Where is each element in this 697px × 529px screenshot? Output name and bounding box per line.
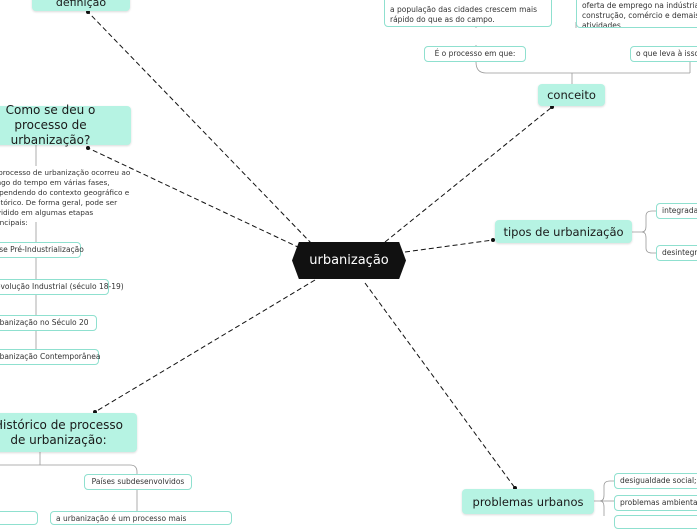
como-item-3[interactable]: Urbanização no Século 20 xyxy=(0,315,97,331)
problemas-item-2[interactable]: problemas ambientais xyxy=(614,495,697,511)
historico-item[interactable]: Países subdesenvolvidos xyxy=(84,474,192,490)
historico-text[interactable]: a urbanização é um processo mais xyxy=(50,511,232,525)
tipos-item-2[interactable]: desintegrada xyxy=(656,245,697,261)
topic-problemas[interactable]: problemas urbanos xyxy=(462,489,594,514)
problemas-item-3[interactable] xyxy=(614,515,697,529)
conceito-processo-text[interactable]: a população das cidades crescem mais ráp… xyxy=(384,0,552,27)
como-description: O processo de urbanização ocorreu ao lon… xyxy=(0,168,131,227)
problemas-item-1[interactable]: desigualdade social; xyxy=(614,473,697,489)
topic-label: Como se deu o processo de urbanização? xyxy=(5,103,96,147)
topic-historico[interactable]: Histórico de processo de urbanização: xyxy=(0,413,137,452)
como-item-1[interactable]: Fase Pré-Industrialização xyxy=(0,242,84,258)
conceito-leva-text[interactable]: oferta de emprego na indústria, construç… xyxy=(576,0,697,28)
como-item-4[interactable]: Urbanização Contemporânea xyxy=(0,349,100,365)
topic-tipos[interactable]: tipos de urbanização xyxy=(495,220,632,243)
como-item-2[interactable]: Revolução Industrial (século 18-19) xyxy=(0,279,124,295)
conceito-leva[interactable]: o que leva à isso? xyxy=(630,46,697,62)
topic-label: Histórico de processo de urbanização: xyxy=(0,417,123,447)
conceito-processo[interactable]: É o processo em que: xyxy=(424,46,526,62)
central-topic[interactable]: urbanização xyxy=(292,242,406,279)
topic-como-se-deu[interactable]: Como se deu o processo de urbanização? xyxy=(0,103,131,147)
topic-definicao[interactable]: definição xyxy=(32,0,130,11)
historico-left-box[interactable] xyxy=(0,511,38,525)
tipos-item-1[interactable]: integrada xyxy=(656,203,697,219)
topic-conceito[interactable]: conceito xyxy=(538,84,605,106)
